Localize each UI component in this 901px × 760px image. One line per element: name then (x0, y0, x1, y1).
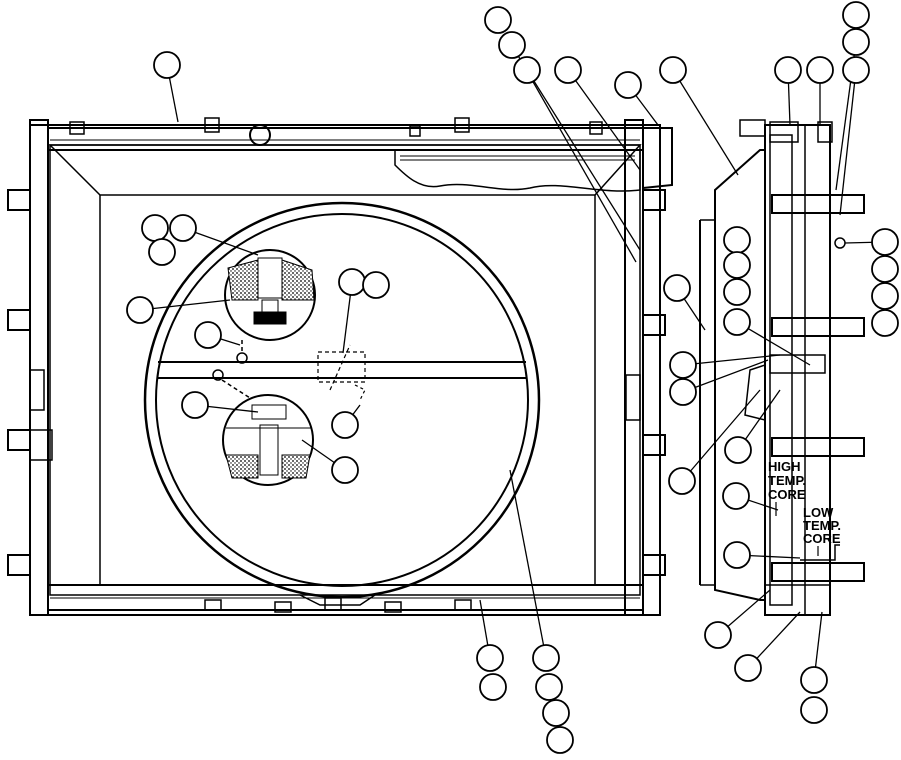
callout-balloon (722, 482, 750, 510)
callout-balloon (800, 696, 828, 724)
callout-balloon (806, 56, 834, 84)
top-tank (47, 127, 644, 151)
callout-balloon (532, 644, 560, 672)
inner-frame (49, 144, 641, 596)
callout-balloon (800, 666, 828, 694)
callout-balloon (723, 251, 751, 279)
callout-balloon (663, 274, 691, 302)
callout-balloon (842, 56, 870, 84)
leader-line (682, 359, 769, 393)
callout-balloon (542, 699, 570, 727)
high-core-label-1: HIGH (768, 459, 801, 474)
leader-line (567, 69, 641, 171)
callout-balloon (484, 6, 512, 34)
callout-balloon (498, 31, 526, 59)
callout-balloon (723, 308, 751, 336)
callout-balloon (546, 726, 574, 754)
callout-balloon (331, 411, 359, 439)
low-core-label-3: CORE (803, 531, 841, 546)
leader-line (839, 69, 857, 216)
callout-balloon (126, 296, 154, 324)
leader-line (672, 69, 739, 176)
callout-balloon (723, 278, 751, 306)
leader-line (682, 354, 781, 366)
leader-line (736, 321, 811, 366)
callout-balloon (704, 621, 732, 649)
callout-balloon (734, 654, 762, 682)
callout-balloon (362, 271, 390, 299)
callout-balloon (338, 268, 366, 296)
leader-line (681, 389, 761, 482)
callout-balloon (871, 282, 899, 310)
core-labels: HIGH TEMP. CORE LOW TEMP. CORE (768, 459, 841, 546)
callout-balloon (181, 391, 209, 419)
high-core-label-3: CORE (768, 487, 806, 502)
fan-shroud (48, 144, 642, 196)
callout-balloon (723, 226, 751, 254)
callout-balloon (668, 467, 696, 495)
callout-balloon (659, 56, 687, 84)
callout-balloon (842, 1, 870, 29)
callout-balloon (842, 28, 870, 56)
callout-balloon (141, 214, 169, 242)
leader-line (139, 299, 231, 311)
callout-balloon (476, 644, 504, 672)
callout-balloon (535, 673, 563, 701)
high-core-label-2: TEMP. (768, 473, 806, 488)
detail-bubble-upper (224, 249, 316, 341)
outer-frame (29, 124, 661, 616)
callout-balloon (723, 541, 751, 569)
callout-balloon (169, 214, 197, 242)
fan-ring-inner (155, 213, 529, 587)
callout-balloon (669, 351, 697, 379)
leader-line (526, 69, 641, 251)
callout-balloon (871, 255, 899, 283)
callout-balloon (774, 56, 802, 84)
callout-balloon (724, 436, 752, 464)
callout-balloon (153, 51, 181, 79)
callout-balloon (194, 321, 222, 349)
callout-balloon (554, 56, 582, 84)
fan-ring-outer (143, 201, 541, 599)
radiator-front-view (7, 117, 865, 616)
callout-balloon (871, 309, 899, 337)
leader-line (509, 469, 547, 659)
callout-balloons (126, 1, 899, 754)
low-core-label-1: LOW (803, 505, 834, 520)
low-core-label-2: TEMP. (803, 518, 841, 533)
callout-balloon (614, 71, 642, 99)
callout-balloon (669, 378, 697, 406)
callout-balloon (513, 56, 541, 84)
callout-balloon (331, 456, 359, 484)
radiator-side-view (699, 119, 865, 616)
callout-balloon (871, 228, 899, 256)
detail-bubble-lower (222, 394, 314, 486)
callout-balloon (479, 673, 507, 701)
callout-balloon (148, 238, 176, 266)
detail-hatching (225, 257, 315, 479)
